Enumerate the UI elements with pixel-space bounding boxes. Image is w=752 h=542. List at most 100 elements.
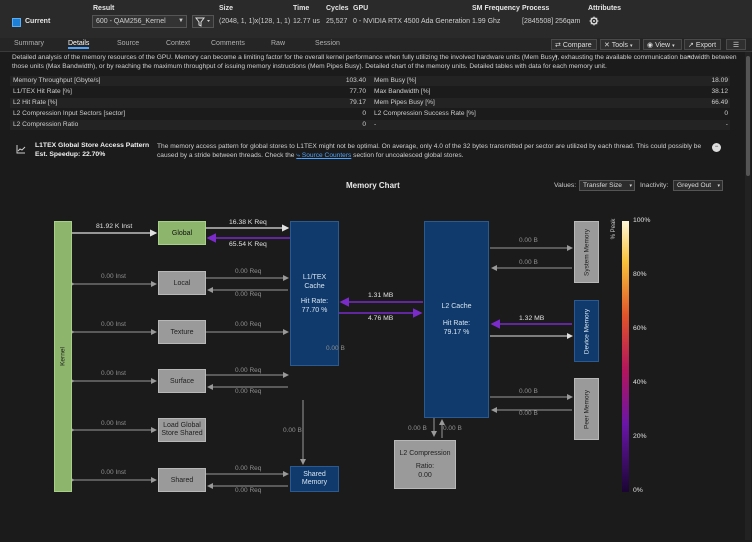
l1-tex-cache-box[interactable]: L1/TEX Cache Hit Rate: 77.70 % [290, 221, 339, 366]
kernel-load-global-inst-label: 0.00 Inst [101, 420, 126, 427]
gear-icon[interactable] [589, 16, 599, 26]
l2c-l2-bytes-label: 0.00 B [443, 425, 462, 432]
tools-icon: ✕ [604, 42, 610, 49]
result-select[interactable]: 600 - QAM256_Kernel ▼ [92, 15, 187, 28]
device-memory-box[interactable]: Device Memory [574, 300, 599, 362]
sysmem-l2-bytes-label: 0.00 B [519, 259, 538, 266]
tools-button[interactable]: ✕ Tools ▾ [600, 39, 640, 50]
surface-l1-req-label-1: 0.00 Req [235, 367, 262, 374]
tab-comments[interactable]: Comments [211, 40, 245, 47]
tab-source[interactable]: Source [117, 40, 140, 47]
kernel-box[interactable]: Kernel [54, 221, 72, 492]
menu-button[interactable]: ☰ [726, 39, 746, 50]
gpu-label: GPU [353, 5, 369, 12]
compare-button[interactable]: ⇄ Compare ▾ [551, 39, 597, 60]
warning-text-b: section for uncoalesced global stores. [351, 152, 464, 159]
load-global-store-shared-box[interactable]: Load Global Store Shared [158, 418, 206, 442]
cycles-label: Cycles [326, 5, 349, 12]
chevron-down-icon: ▾ [630, 43, 633, 49]
chevron-down-icon: ▾ [672, 43, 675, 49]
local-l1-req-label-2: 0.00 Req [235, 291, 262, 298]
shared-memory-label-2: Memory [301, 479, 328, 486]
table-row: L2 Hit Rate [%] 79.17 Mem Pipes Busy [%]… [10, 98, 730, 108]
surface-l1-req-label-2: 0.00 Req [235, 388, 262, 395]
kernel-shared-inst-label: 0.00 Inst [101, 469, 126, 476]
source-counters-link[interactable]: ⤷ Source Counters [296, 152, 352, 159]
metric-value: - [725, 121, 728, 128]
scale-tick-20: 20% [633, 433, 647, 440]
global-box[interactable]: Global [158, 221, 206, 245]
shared-req-label-1: 0.00 Req [235, 465, 262, 472]
metric-value: 79.17 [349, 99, 366, 106]
time-label: Time [293, 5, 310, 12]
global-l1-req-label-1: 16.38 K Req [229, 219, 267, 226]
kernel-surface-inst-label: 0.00 Inst [101, 370, 126, 377]
table-row: L2 Compression Input Sectors [sector] 0 … [10, 109, 730, 119]
compare-label: Compare [562, 42, 592, 49]
local-box[interactable]: Local [158, 271, 206, 295]
shared-box[interactable]: Shared [158, 468, 206, 492]
l2-hit-label: Hit Rate: [442, 320, 471, 327]
l1-l2-bytes-label: 4.76 MB [368, 315, 394, 322]
page-tabs: Summary Details Source Context Comments … [0, 38, 752, 60]
chevron-down-icon: ▾ [688, 54, 691, 60]
source-counters-link-text: Source Counters [301, 152, 352, 159]
warning-title: L1TEX Global Store Access Pattern [35, 142, 150, 149]
size-label: Size [219, 5, 234, 12]
scale-tick-80: 80% [633, 271, 647, 278]
tab-context[interactable]: Context [166, 40, 191, 47]
metric-value: 77.70 [349, 88, 366, 95]
values-select[interactable]: Transfer Size ▾ [579, 180, 635, 191]
device-memory-label: Device Memory [583, 308, 590, 354]
chart-trend-icon [16, 145, 26, 154]
tab-session[interactable]: Session [315, 40, 340, 47]
l2-l2c-bytes-label: 0.00 B [408, 425, 427, 432]
l2-label: L2 Cache [441, 303, 472, 310]
l2-l1-bytes-label: 1.31 MB [368, 292, 394, 299]
kernel-label: Kernel [59, 347, 67, 366]
size-value: (2048, 1, 1)x(128, 1, 1) [219, 18, 291, 25]
view-button[interactable]: ◉ View ▾ [643, 39, 682, 50]
collapse-icon[interactable]: − [712, 143, 721, 152]
system-memory-box[interactable]: System Memory [574, 221, 599, 283]
vertical-scrollbar[interactable] [745, 52, 751, 540]
l2-peermem-bytes-label: 0.00 B [519, 388, 538, 395]
texture-box[interactable]: Texture [158, 320, 206, 344]
tab-summary[interactable]: Summary [14, 40, 44, 47]
values-select-value: Transfer Size [583, 182, 622, 189]
l1-dashed-bytes-label: 0.00 B [326, 345, 345, 352]
metric-name: L2 Compression Success Rate [%] [374, 110, 476, 117]
result-header: Result Size Time Cycles GPU SM Frequency… [0, 0, 752, 38]
surface-box[interactable]: Surface [158, 369, 206, 393]
tab-raw[interactable]: Raw [271, 40, 286, 47]
scale-tick-100: 100% [633, 217, 651, 224]
peer-memory-box[interactable]: Peer Memory [574, 378, 599, 440]
l2-compression-box[interactable]: L2 Compression Ratio: 0.00 [394, 440, 456, 489]
shared-memory-label-1: Shared [303, 471, 326, 478]
metric-name: L1/TEX Hit Rate [%] [13, 88, 72, 95]
chevron-down-icon[interactable]: ▼ [178, 18, 184, 24]
l2-cache-box[interactable]: L2 Cache Hit Rate: 79.17 % [424, 221, 489, 418]
scrollbar-thumb[interactable] [746, 56, 750, 176]
kernel-local-inst-label: 0.00 Inst [101, 273, 126, 280]
metric-name: L2 Compression Ratio [13, 121, 79, 128]
shared-memory-box[interactable]: Shared Memory [290, 466, 339, 492]
devmem-l2-bytes-label: 1.32 MB [519, 315, 545, 322]
export-button[interactable]: ↗ Export ▾ [684, 39, 721, 60]
filter-button[interactable] [192, 15, 214, 28]
metric-value: 0 [362, 110, 366, 117]
scale-tick-40: 40% [633, 379, 647, 386]
attributes-label: Attributes [588, 5, 622, 12]
table-row: L2 Compression Ratio 0 - - [10, 120, 730, 130]
metrics-table: Memory Throughput [Gbyte/s] 103.40 Mem B… [10, 76, 730, 130]
metric-name: Mem Pipes Busy [%] [374, 99, 435, 106]
result-label: Result [93, 5, 115, 12]
warning-speedup: Est. Speedup: 22.70% [35, 151, 106, 158]
table-row: L1/TEX Hit Rate [%] 77.70 Max Bandwidth … [10, 87, 730, 97]
tab-details[interactable]: Details [68, 40, 90, 49]
eye-icon: ◉ [647, 42, 654, 49]
chevron-down-icon: ▾ [629, 183, 632, 189]
inactivity-select[interactable]: Greyed Out ▾ [673, 180, 723, 191]
metric-value: 66.49 [711, 99, 728, 106]
